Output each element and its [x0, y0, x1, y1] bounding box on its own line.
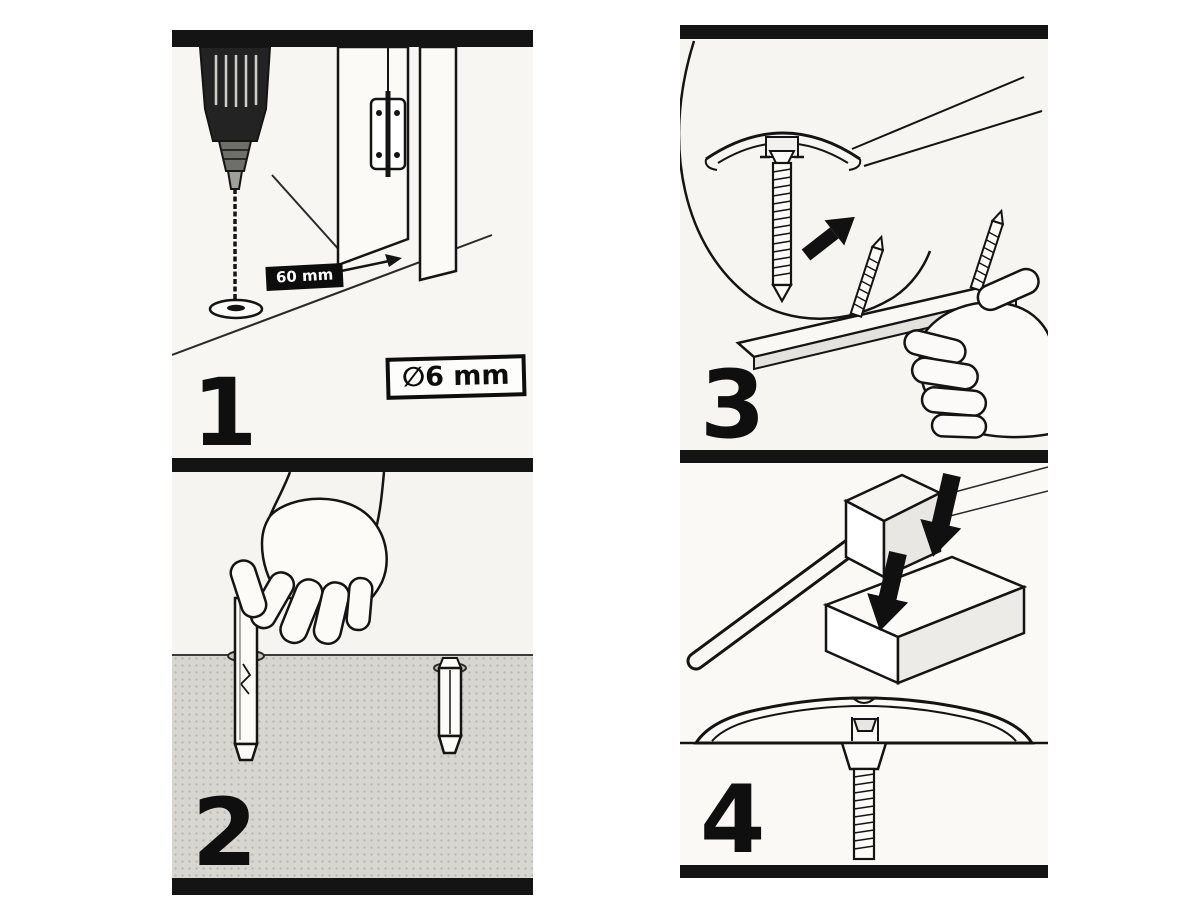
hand-icon: [229, 472, 388, 646]
drilled-hole-icon: [208, 298, 264, 320]
down-arrow-icon: [867, 550, 909, 631]
left-column: 60 mm ∅6 mm 1: [172, 30, 533, 895]
dowel-icon: [233, 596, 259, 762]
wall-plug-icon: [433, 657, 467, 755]
step-2-panel: 2: [172, 472, 533, 878]
direction-arrow-icon: [801, 216, 855, 261]
screw-icon: [768, 150, 796, 304]
step-1-illustration: [172, 47, 493, 356]
strip-screw-icon: [849, 234, 885, 318]
step-number-3: 3: [700, 350, 765, 450]
step-3-panel: 3: [680, 39, 1048, 450]
drill-icon: [198, 47, 272, 299]
divider-bar: [680, 865, 1048, 878]
divider-bar: [680, 450, 1048, 463]
divider-bar: [172, 458, 533, 472]
divider-bar: [172, 30, 533, 47]
divider-bar: [680, 25, 1048, 39]
step-4-panel: 4: [680, 463, 1048, 865]
step-4-illustration: [680, 466, 1048, 861]
hinge-icon: [369, 47, 407, 177]
down-arrow-icon: [920, 472, 962, 557]
strip-screw-icon: [969, 208, 1005, 292]
step-number-1: 1: [192, 358, 257, 458]
thumb: [976, 267, 1040, 312]
step-number-4: 4: [700, 765, 765, 865]
thumb: [229, 559, 268, 619]
right-column: 3: [680, 25, 1048, 878]
cut-edge-curve: [680, 40, 932, 320]
step-number-2: 2: [192, 778, 257, 878]
diameter-label: ∅6 mm: [385, 354, 527, 400]
depth-measurement-label: 60 mm: [265, 262, 344, 292]
hand-holding-strip-icon: [903, 267, 1048, 439]
divider-bar: [172, 878, 533, 895]
tapping-block-icon: [822, 555, 1028, 685]
profile-strip-3d: [851, 76, 1043, 167]
step-2-illustration: [172, 472, 533, 762]
threshold-profile-icon: [680, 696, 1048, 745]
step-1-panel: 60 mm ∅6 mm 1: [172, 47, 533, 458]
step-3-illustration: [680, 40, 1048, 439]
floor-surface: [172, 655, 533, 878]
anchor-screw-icon: [840, 741, 888, 861]
